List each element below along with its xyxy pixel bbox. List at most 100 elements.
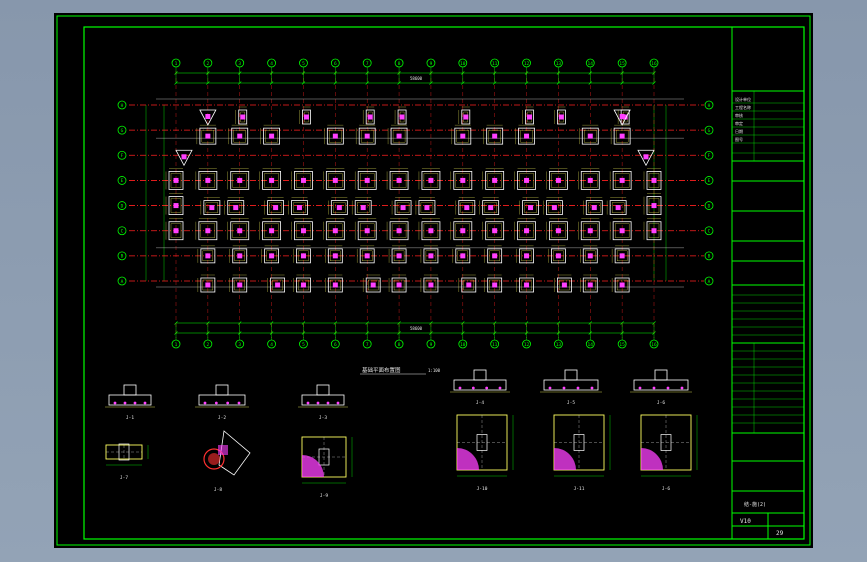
footing[interactable] (610, 124, 631, 145)
footing[interactable] (643, 168, 662, 190)
footing[interactable] (484, 274, 503, 293)
footing[interactable] (387, 124, 408, 145)
footing[interactable] (519, 197, 539, 215)
footing[interactable] (259, 218, 282, 241)
footing[interactable] (522, 106, 534, 125)
footing[interactable] (363, 274, 381, 293)
footing[interactable] (386, 218, 409, 241)
footing-section-detail[interactable]: J-2 (195, 384, 249, 421)
footing[interactable] (356, 124, 376, 145)
footing-plan-detail[interactable]: J-11 (553, 414, 611, 492)
footing-plan-detail[interactable]: J-6 (640, 414, 698, 492)
footing[interactable] (458, 274, 477, 293)
footing[interactable] (363, 106, 375, 125)
footing[interactable] (291, 218, 313, 241)
footing[interactable] (516, 245, 534, 264)
footing[interactable] (458, 106, 471, 125)
footing[interactable] (261, 245, 280, 264)
footing[interactable] (291, 168, 313, 190)
footing[interactable] (227, 168, 250, 190)
footing[interactable] (451, 124, 472, 145)
footing[interactable] (415, 197, 436, 215)
footing[interactable] (546, 168, 568, 190)
footing[interactable] (229, 274, 248, 293)
footing[interactable] (578, 218, 600, 241)
footing[interactable] (357, 245, 375, 264)
footing[interactable] (611, 274, 630, 293)
footing[interactable] (450, 218, 473, 241)
footing[interactable] (546, 218, 568, 241)
footing[interactable] (611, 245, 630, 264)
footing[interactable] (386, 168, 409, 190)
footing[interactable] (579, 124, 599, 145)
footing[interactable] (299, 106, 311, 125)
footing[interactable] (328, 197, 348, 215)
footing[interactable] (515, 124, 535, 145)
footing[interactable] (418, 218, 441, 241)
footing[interactable] (482, 168, 505, 190)
footing[interactable] (323, 168, 345, 190)
footing-plan-detail[interactable]: J-9 (301, 436, 353, 499)
footing[interactable] (452, 245, 471, 264)
triangular-footing[interactable] (175, 149, 193, 167)
footing[interactable] (484, 245, 503, 264)
triangular-footing[interactable] (613, 109, 631, 126)
footing[interactable] (450, 168, 473, 190)
footing[interactable] (323, 218, 345, 241)
footing[interactable] (482, 218, 505, 241)
footing[interactable] (224, 197, 245, 215)
footing[interactable] (264, 197, 285, 215)
footing[interactable] (293, 274, 311, 293)
footing[interactable] (420, 245, 439, 264)
footing[interactable] (609, 168, 632, 190)
footing[interactable] (325, 245, 343, 264)
footing[interactable] (355, 218, 377, 241)
footing[interactable] (197, 245, 216, 264)
triangular-footing[interactable] (199, 109, 217, 126)
footing[interactable] (643, 218, 662, 241)
footing[interactable] (583, 197, 603, 215)
footing[interactable] (580, 274, 598, 293)
footing[interactable] (195, 168, 218, 190)
footing[interactable] (418, 168, 441, 190)
footing[interactable] (514, 168, 536, 190)
footing[interactable] (514, 218, 536, 241)
foundation-plan[interactable]: 1122334455667788991010111112121313141415… (117, 58, 714, 349)
footing[interactable] (578, 168, 600, 190)
footing[interactable] (165, 168, 184, 190)
footing-section-detail[interactable]: J-5 (540, 369, 602, 406)
footing[interactable] (643, 193, 662, 215)
footing[interactable] (609, 218, 632, 241)
footing-section-detail[interactable]: J-6 (630, 369, 692, 406)
footing[interactable] (235, 106, 248, 125)
footing[interactable] (195, 218, 218, 241)
footing[interactable] (228, 124, 249, 145)
footing[interactable] (516, 274, 534, 293)
footing[interactable] (227, 218, 250, 241)
footing[interactable] (324, 124, 344, 145)
footing[interactable] (543, 197, 563, 215)
footing[interactable] (352, 197, 372, 215)
footing-plan-detail[interactable]: J-7 (105, 443, 149, 481)
footing[interactable] (165, 218, 184, 241)
footing[interactable] (325, 274, 343, 293)
triangular-footing[interactable] (637, 149, 655, 167)
footing[interactable] (455, 197, 476, 215)
footing[interactable] (260, 124, 281, 145)
footing[interactable] (229, 245, 248, 264)
footing-section-detail[interactable]: J-1 (105, 384, 155, 421)
footing[interactable] (200, 197, 221, 215)
footing[interactable] (420, 274, 439, 293)
footing[interactable] (548, 245, 566, 264)
footing-section-detail[interactable]: J-4 (450, 369, 510, 406)
footing[interactable] (394, 106, 407, 125)
footing[interactable] (388, 274, 407, 293)
footing[interactable] (580, 245, 598, 264)
footing[interactable] (479, 197, 500, 215)
footing-section-detail[interactable]: J-3 (298, 384, 348, 421)
footing[interactable] (483, 124, 504, 145)
footing[interactable] (293, 245, 311, 264)
footing[interactable] (267, 274, 286, 293)
